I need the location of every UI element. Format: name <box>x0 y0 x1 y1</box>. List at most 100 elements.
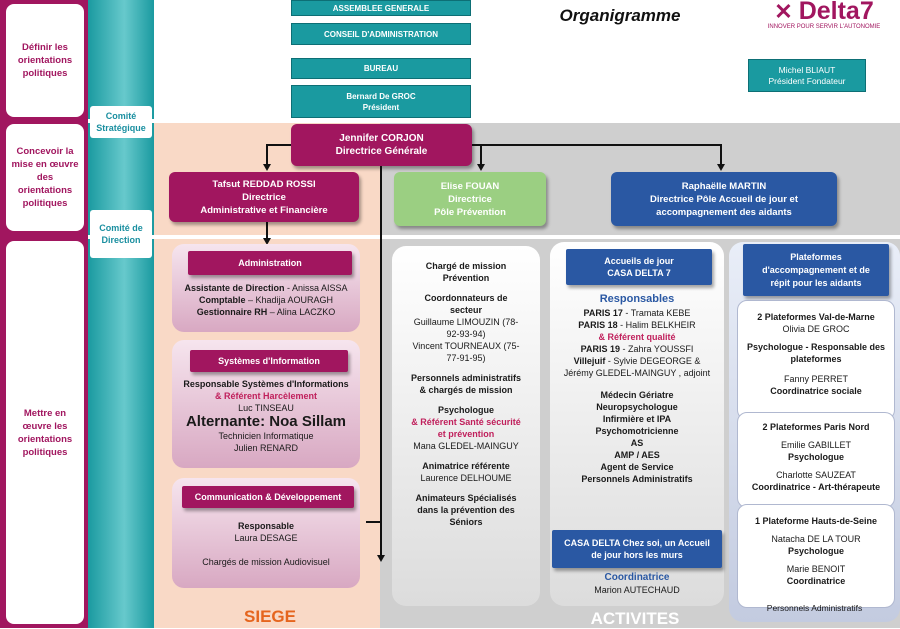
committee-direction: Comité de Direction <box>90 210 152 258</box>
comm-charges: Chargés de mission Audiovisuel <box>202 557 330 567</box>
person: Charlotte SAUZEAT <box>776 470 856 480</box>
director-admin-role: Directrice <box>242 191 286 203</box>
casa-header-line: Accueils de jour <box>604 256 674 266</box>
connector <box>366 521 380 523</box>
divider-2 <box>88 235 900 239</box>
logo-tagline: INNOVER POUR SERVIR L'AUTONOMIE <box>767 24 881 30</box>
role: Coordinatrice - Art-thérapeute <box>751 482 881 492</box>
bureau: BUREAU <box>291 58 471 79</box>
person: - Tramata KEBE <box>622 308 691 318</box>
plateformes-panel: Plateformes d'accompagnement et de répit… <box>729 242 900 622</box>
logo: ✕ Delta7 INNOVER POUR SERVIR L'AUTONOMIE <box>748 0 900 46</box>
logo-x-icon: ✕ <box>774 0 793 24</box>
staff: Agent de Service <box>600 462 674 472</box>
text-line: Mana GLEDEL-MAINGUY <box>413 441 519 451</box>
staff: AMP / AES <box>614 450 660 460</box>
label-concevoir: Concevoir la mise en œuvre des orientati… <box>6 124 84 231</box>
text-line: Guillaume LIMOUZIN (78- <box>413 317 519 327</box>
si-content: Responsable Systèmes d'Informations & Ré… <box>172 378 360 454</box>
arrow-down-icon <box>263 238 271 245</box>
director-admin-sub: Administrative et Financière <box>200 204 328 216</box>
committee-strategique: Comité Stratégique <box>90 106 152 138</box>
activites-label: ACTIVITES <box>590 609 680 628</box>
si-header: Systèmes d'Information <box>190 350 348 372</box>
text-line: Animatrice référente <box>422 461 510 471</box>
casa-header: Accueils de jour CASA DELTA 7 <box>566 249 712 285</box>
connector <box>266 144 291 146</box>
card-title: 1 Plateforme Hauts-de-Seine <box>754 516 878 526</box>
card-val-de-marne: 2 Plateformes Val-de-Marne Olivia DE GRO… <box>737 300 895 420</box>
founder-box: Michel BLIAUT Président Fondateur <box>748 59 866 92</box>
card-hauts-de-seine: 1 Plateforme Hauts-de-Seine Natacha DE L… <box>737 504 895 608</box>
administration-header: Administration <box>188 251 352 275</box>
role: Psychologue <box>787 452 844 462</box>
site: PARIS 17 <box>583 308 623 318</box>
casa-panel: Accueils de jour CASA DELTA 7 Responsabl… <box>550 242 724 606</box>
director-admin: Tafsut REDDAD ROSSI Directrice Administr… <box>169 172 359 222</box>
card-title: 2 Plateformes Val-de-Marne <box>757 312 875 322</box>
label-mettre: Mettre en œuvre les orientations politiq… <box>6 241 84 624</box>
comm-panel: Communication & Développement Responsabl… <box>172 478 360 588</box>
coord-name: Marion AUTECHAUD <box>594 585 680 595</box>
si-tech: Technicien Informatique <box>218 431 314 441</box>
header-line: répit pour les aidants <box>770 277 862 288</box>
casa-header-line: CASA DELTA 7 <box>607 268 671 278</box>
connector <box>266 222 268 240</box>
person: – Khadija AOURAGH <box>245 295 334 305</box>
dg-box: Jennifer CORJON Directrice Générale <box>291 124 472 166</box>
text-line: Vincent TOURNEAUX (75- <box>412 341 520 351</box>
director-prevention: Elise FOUAN Directrice Pôle Prévention <box>394 172 546 226</box>
person: - Anissa AISSA <box>284 283 348 293</box>
page-title: Organigramme <box>559 6 681 25</box>
person: - Sylvie DEGEORGE & <box>605 356 701 366</box>
comm-resp: Responsable <box>237 521 295 531</box>
coord-title: Coordinatrice <box>604 572 670 583</box>
ref-qualite: & Référent qualité <box>598 332 676 342</box>
role: Assistante de Direction <box>184 283 285 293</box>
siege-label: SIEGE <box>244 607 296 626</box>
comm-content: Responsable Laura DESAGE Chargés de miss… <box>172 520 360 568</box>
president-role: Président <box>362 102 400 112</box>
text-line: Coordonnateurs de <box>424 293 508 303</box>
chez-soi-box: CASA DELTA Chez soi, un Accueil de jour … <box>552 530 722 568</box>
card-paris-nord: 2 Plateformes Paris Nord Emilie GABILLET… <box>737 412 895 508</box>
role: Psychologue <box>787 546 844 556</box>
administration-panel: Administration Assistante de Direction -… <box>172 244 360 332</box>
director-admin-name: Tafsut REDDAD ROSSI <box>212 178 316 190</box>
casa-resp-title: Responsables <box>599 293 675 305</box>
staff: Psychomotricienne <box>595 426 679 436</box>
text-line: & Référent Santé sécurité <box>411 417 521 427</box>
person: Fanny PERRET <box>783 374 849 384</box>
staff: AS <box>630 438 644 448</box>
connector <box>266 144 268 166</box>
arrow-down-icon <box>717 164 725 171</box>
person: Natacha DE LA TOUR <box>771 534 861 544</box>
text-line: Personnels administratifs <box>410 373 522 383</box>
prevention-content: Chargé de mission Prévention Coordonnate… <box>392 260 540 528</box>
chez-soi-line: CASA DELTA Chez soi, un Accueil <box>564 538 710 548</box>
person: – Alina LACZKO <box>267 307 336 317</box>
text-line: secteur <box>449 305 483 315</box>
text-line: & chargés de mission <box>419 385 513 395</box>
director-accueil: Raphaëlle MARTIN Directrice Pôle Accueil… <box>611 172 837 226</box>
assemblee-generale: ASSEMBLEE GENERALE <box>291 0 471 16</box>
role: Psychologue - Responsable des <box>746 342 886 352</box>
casa-content: Responsables PARIS 17 - Tramata KEBE PAR… <box>550 292 724 485</box>
si-tech-name: Julien RENARD <box>233 443 299 453</box>
si-ref: & Référent Harcèlement <box>214 391 318 401</box>
text-line: et prévention <box>437 429 495 439</box>
text-line: Prévention <box>442 273 490 283</box>
text-line: 92-93-94) <box>446 329 486 339</box>
plateformes-header: Plateformes d'accompagnement et de répit… <box>743 244 889 296</box>
site: PARIS 19 <box>580 344 620 354</box>
role: plateformes <box>790 354 842 364</box>
administration-list: Assistante de Direction - Anissa AISSA C… <box>172 282 360 318</box>
chez-soi-line: de jour hors les murs <box>591 550 683 560</box>
committee-column <box>88 0 154 628</box>
person: Marie BENOIT <box>786 564 846 574</box>
staff: Médecin Gériatre <box>600 390 674 400</box>
president-name: Bernard De GROC <box>346 91 416 101</box>
director-prevention-role: Directrice <box>448 193 492 205</box>
header-line: Plateformes <box>790 251 842 262</box>
arrow-down-icon <box>377 555 385 562</box>
